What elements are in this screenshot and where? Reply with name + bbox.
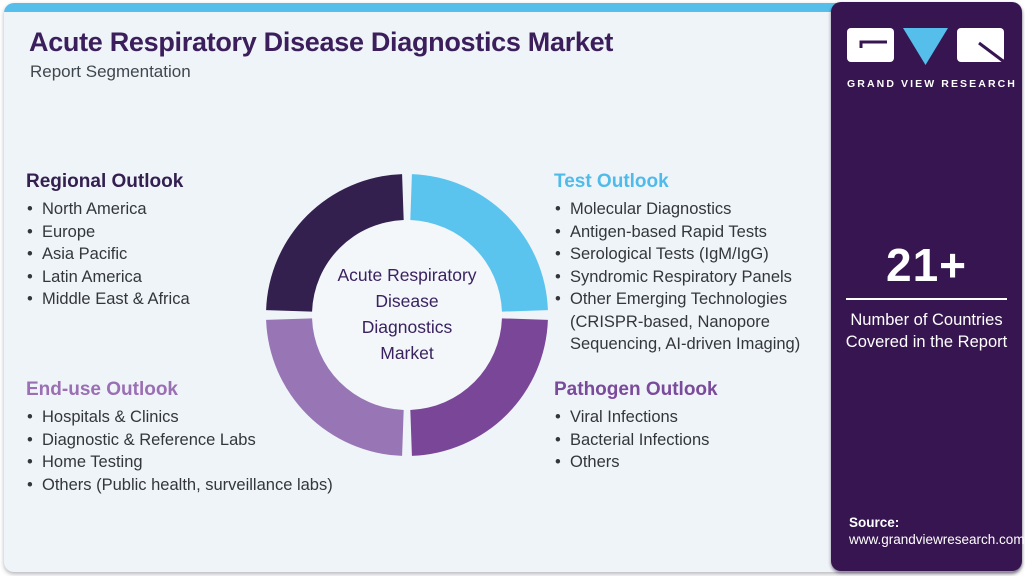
section-title-test: Test Outlook: [554, 171, 669, 192]
donut-center-line: Disease: [375, 291, 439, 311]
gvr-logo-icon: [847, 28, 1004, 65]
source-url-link[interactable]: www.grandviewresearch.com: [849, 532, 1025, 547]
brand-name: GRAND VIEW RESEARCH: [847, 78, 1017, 90]
stat-value: 21+: [885, 239, 968, 291]
source-label: Source:: [849, 515, 900, 530]
section-enduse-outlook: End-use Outlook Hospitals & Clinics Diag…: [26, 379, 436, 496]
accent-top-bar: [4, 3, 1021, 12]
stat-label: Number of Countries Covered in the Repor…: [845, 311, 1008, 351]
section-title-pathogen: Pathogen Outlook: [554, 379, 718, 400]
stat-divider: [846, 298, 1007, 300]
countries-stat: 21+ Number of Countries Covered in the R…: [831, 238, 1022, 353]
list-item: Syndromic Respiratory Panels: [554, 266, 846, 289]
list-item: Other Emerging Technologies (CRISPR-base…: [554, 288, 846, 356]
regional-list: North America Europe Asia Pacific Latin …: [26, 198, 286, 311]
brand-logo: GRAND VIEW RESEARCH: [847, 28, 1017, 90]
enduse-list: Hospitals & Clinics Diagnostic & Referen…: [26, 406, 436, 496]
list-item: Serological Tests (IgM/IgG): [554, 243, 846, 266]
list-item: Diagnostic & Reference Labs: [26, 429, 436, 452]
source-block: Source: www.grandviewresearch.com: [849, 515, 1025, 547]
section-pathogen-outlook: Pathogen Outlook Viral Infections Bacter…: [554, 379, 834, 474]
list-item: Bacterial Infections: [554, 429, 834, 452]
list-item: Home Testing: [26, 451, 436, 474]
list-item: Hospitals & Clinics: [26, 406, 436, 429]
sidebar: GRAND VIEW RESEARCH 21+ Number of Countr…: [831, 2, 1025, 571]
donut-segment-test-outlook: [410, 174, 548, 312]
section-title-enduse: End-use Outlook: [26, 379, 178, 400]
donut-center-label: Acute Respiratory Disease Diagnostics Ma…: [304, 262, 510, 366]
list-item: Antigen-based Rapid Tests: [554, 221, 846, 244]
donut-center-line: Acute Respiratory: [337, 265, 477, 285]
list-item: Others: [554, 451, 834, 474]
donut-segment-regional-outlook: [266, 174, 404, 312]
list-item: Molecular Diagnostics: [554, 198, 846, 221]
page-subtitle: Report Segmentation: [30, 62, 191, 81]
donut-center-line: Market: [380, 343, 434, 363]
list-item: North America: [26, 198, 286, 221]
test-list: Molecular Diagnostics Antigen-based Rapi…: [554, 198, 846, 356]
donut-center-line: Diagnostics: [361, 317, 453, 337]
section-regional-outlook: Regional Outlook North America Europe As…: [26, 171, 286, 311]
list-item: Viral Infections: [554, 406, 834, 429]
section-test-outlook: Test Outlook Molecular Diagnostics Antig…: [554, 171, 846, 356]
pathogen-list: Viral Infections Bacterial Infections Ot…: [554, 406, 834, 474]
list-item: Latin America: [26, 266, 286, 289]
list-item: Asia Pacific: [26, 243, 286, 266]
list-item: Europe: [26, 221, 286, 244]
page-title: Acute Respiratory Disease Diagnostics Ma…: [29, 27, 614, 57]
section-title-regional: Regional Outlook: [26, 171, 184, 192]
list-item: Others (Public health, surveillance labs…: [26, 474, 436, 497]
donut-segment-pathogen-outlook: [410, 318, 548, 456]
donut-hole: [312, 220, 502, 410]
list-item: Middle East & Africa: [26, 288, 286, 311]
